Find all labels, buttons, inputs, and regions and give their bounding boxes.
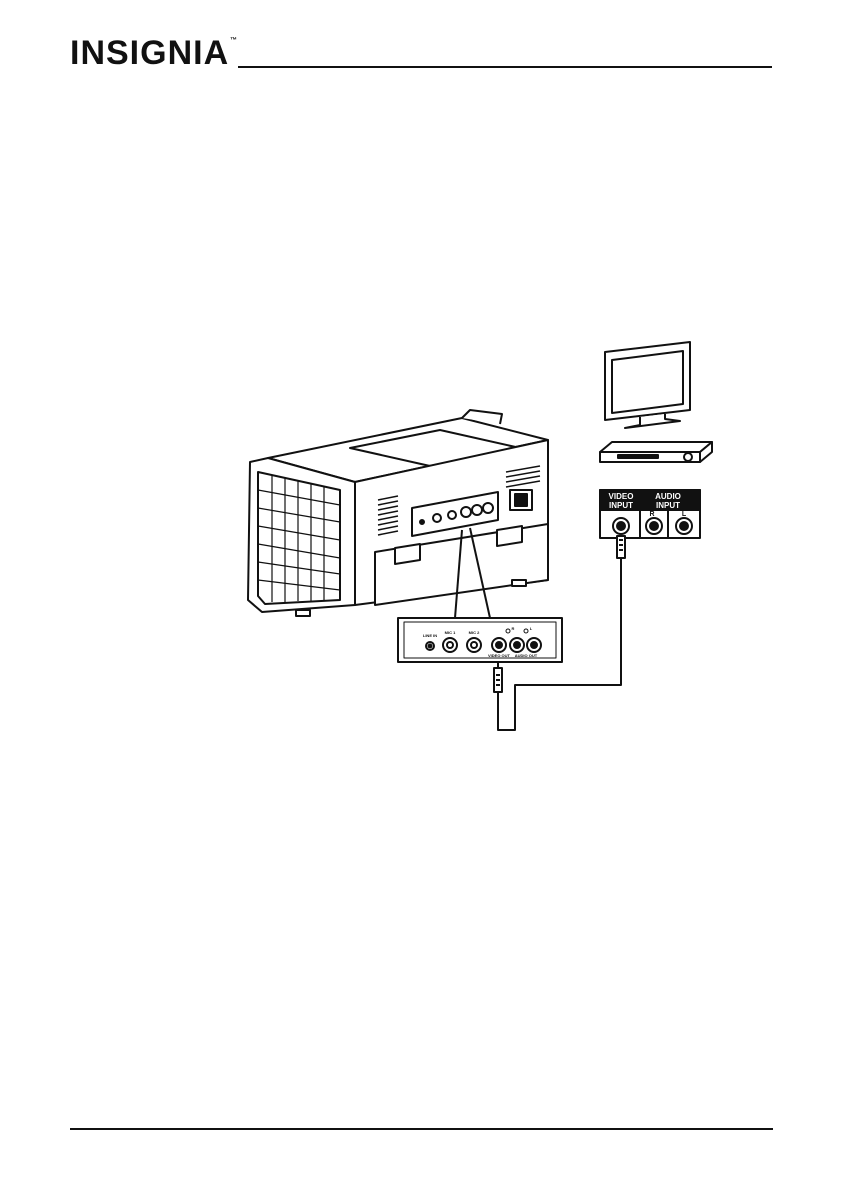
mic1-label: MIC 1 [445,630,456,635]
speaker-jack-panel-zoom [398,618,562,662]
footer-rule [70,1128,773,1130]
dvd-player-icon [600,442,712,462]
video-out-label: VIDEO OUT [488,653,511,658]
tv-icon [605,342,690,428]
audio-r-label: R [649,511,654,518]
audio-out-label: AUDIO OUT [515,653,538,658]
audio-l-label: L [682,511,687,518]
audio-input-label-2: INPUT [656,501,680,510]
video-input-label-2: INPUT [609,501,633,510]
video-input-label-1: VIDEO [609,492,634,501]
line-in-label: LINE IN [423,633,437,638]
mic2-label: MIC 2 [469,630,480,635]
speaker-unit-illustration [248,410,548,618]
audio-input-label-1: AUDIO [655,492,681,501]
speaker-audio-r-label: R [512,626,515,631]
